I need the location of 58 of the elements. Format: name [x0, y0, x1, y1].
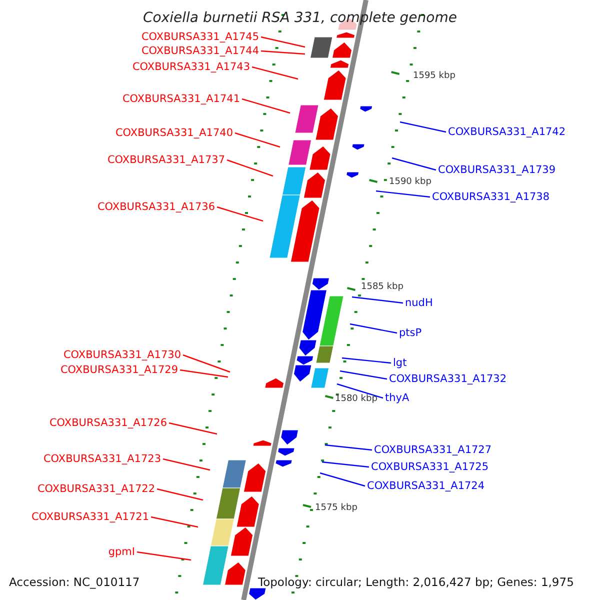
leader-line [342, 357, 392, 364]
scale-label: 1580 kbp [335, 394, 378, 405]
gene-label: COXBURSA331_A1743 [132, 60, 250, 74]
gene-label: COXBURSA331_A1737 [107, 154, 225, 166]
gene-label: thyA [385, 392, 410, 404]
gene-label: COXBURSA331_A1740 [115, 126, 233, 140]
gene-label: COXBURSA331_A1739 [438, 164, 556, 176]
leader-line [376, 190, 430, 198]
scale-label: 1585 kbp [361, 282, 404, 293]
leader-line [352, 296, 404, 304]
gene-label: nudH [405, 296, 433, 310]
gene-label: COXBURSA331_A1744 [141, 44, 259, 58]
leader-line [180, 369, 228, 378]
leader-line [340, 370, 388, 380]
leader-line [322, 461, 370, 468]
gene-label: COXBURSA331_A1745 [141, 30, 259, 44]
scale-label: 1590 kbp [389, 177, 432, 188]
gene-label: COXBURSA331_A1732 [389, 372, 507, 386]
gene-label: COXBURSA331_A1726 [49, 416, 167, 430]
gene-label: COXBURSA331_A1730 [63, 348, 181, 362]
gene-label: COXBURSA331_A1738 [432, 190, 550, 204]
gene-label: lgt [393, 356, 407, 370]
scale-label: 1595 kbp [413, 71, 456, 82]
leader-line [136, 551, 192, 561]
gene-label: gpmI [108, 546, 135, 558]
leader-line [168, 422, 218, 435]
gene-label: COXBURSA331_A1742 [448, 126, 566, 138]
diagram-title: Coxiella burnetii RSA 331, complete genome [142, 9, 458, 27]
leader-line [150, 516, 198, 528]
leader-line [234, 132, 280, 148]
leader-line [226, 159, 274, 177]
leader-line [320, 472, 366, 487]
gene-label: ptsP [399, 326, 422, 340]
leader-line [156, 488, 204, 501]
gene-label: COXBURSA331_A1736 [97, 200, 215, 214]
gene-label: COXBURSA331_A1724 [367, 480, 485, 492]
leader-line [182, 354, 230, 373]
gene-label: COXBURSA331_A1722 [37, 482, 155, 496]
leader-line [252, 66, 298, 80]
gene-label: COXBURSA331_A1723 [43, 452, 161, 466]
leader-line [162, 458, 210, 471]
leader-line [400, 121, 446, 133]
scale-label: 1575 kbp [315, 503, 358, 514]
footer-text: Accession: NC_010117 [9, 575, 140, 590]
leader-line [260, 36, 306, 48]
gene-label: COXBURSA331_A1741 [122, 92, 240, 106]
footer-text: Topology: circular; Length: 2,016,427 bp; Genes: 1,975 [258, 575, 574, 590]
gene-label: COXBURSA331_A1721 [31, 510, 149, 524]
gene-label: COXBURSA331_A1725 [371, 460, 489, 474]
gene-label: COXBURSA331_A1729 [60, 364, 178, 376]
leader-line [260, 50, 306, 55]
leader-line [242, 98, 290, 114]
leader-line [350, 323, 398, 334]
leader-line [216, 206, 264, 222]
leader-line [336, 383, 384, 399]
leader-line [324, 444, 372, 451]
gene-label: COXBURSA331_A1727 [374, 444, 492, 456]
leader-line [392, 157, 436, 171]
